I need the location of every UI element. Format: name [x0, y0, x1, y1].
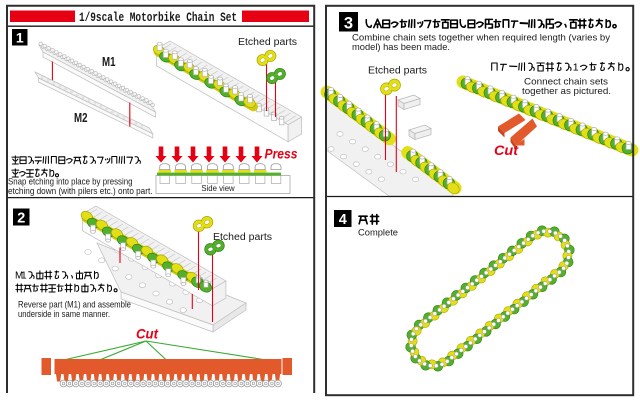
- svg-text:etching down (with pilers etc.: etching down (with pilers etc.) onto par…: [8, 186, 153, 196]
- svg-text:Reverse part (M1) and assemble: Reverse part (M1) and assemble: [18, 300, 131, 310]
- svg-text:Cut: Cut: [494, 143, 519, 158]
- svg-text:underside in same manner.: underside in same manner.: [18, 309, 110, 319]
- svg-text:3: 3: [344, 13, 353, 32]
- svg-text:1: 1: [21, 271, 26, 282]
- svg-text:1: 1: [16, 29, 24, 45]
- svg-text:Cut: Cut: [136, 327, 158, 342]
- svg-text:Combine chain sets together wh: Combine chain sets together when require…: [352, 32, 610, 43]
- svg-text:model) has been made.: model) has been made.: [352, 41, 450, 52]
- svg-text:Side view: Side view: [201, 184, 235, 193]
- svg-text:1/9scale Motorbike Chain Set: 1/9scale Motorbike Chain Set: [79, 11, 237, 25]
- svg-text:Etched parts: Etched parts: [238, 37, 297, 48]
- svg-text:Etched parts: Etched parts: [368, 66, 427, 77]
- svg-text:Snap etching into place by pre: Snap etching into place by pressing: [8, 177, 133, 187]
- svg-text:2: 2: [17, 210, 25, 226]
- svg-text:together as pictured.: together as pictured.: [522, 85, 611, 96]
- svg-text:Connect chain sets: Connect chain sets: [524, 76, 608, 87]
- svg-text:M2: M2: [74, 111, 88, 125]
- svg-text:Press: Press: [265, 147, 298, 162]
- svg-text:Complete: Complete: [358, 227, 398, 238]
- svg-text:M: M: [15, 271, 23, 282]
- svg-text:1: 1: [573, 62, 579, 74]
- svg-text:4: 4: [339, 212, 347, 228]
- svg-text:M1: M1: [102, 55, 116, 69]
- svg-text:Etched parts: Etched parts: [213, 232, 272, 243]
